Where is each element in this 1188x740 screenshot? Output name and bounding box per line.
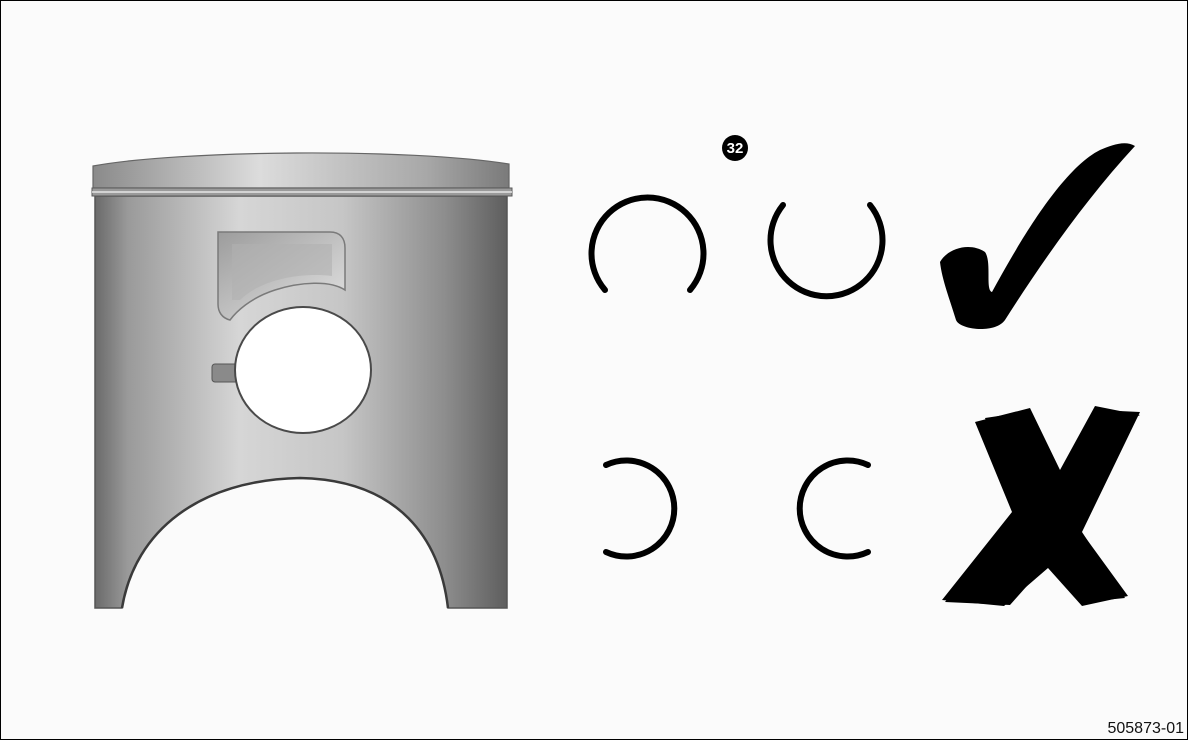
callout-number: 32 [727, 140, 744, 157]
circlip-correct-right [767, 202, 886, 300]
x-mark-icon [942, 406, 1140, 606]
callout-marker: 32 [722, 135, 748, 161]
circlip-incorrect-left [603, 457, 678, 560]
piston-crown [92, 152, 510, 189]
figure-code: 505873-01 [1107, 720, 1184, 737]
circlip-incorrect-right [796, 457, 871, 560]
piston-pin-bore [234, 306, 372, 434]
circlip-correct-left [588, 194, 707, 293]
piston [91, 152, 513, 609]
checkmark-icon [940, 143, 1135, 330]
